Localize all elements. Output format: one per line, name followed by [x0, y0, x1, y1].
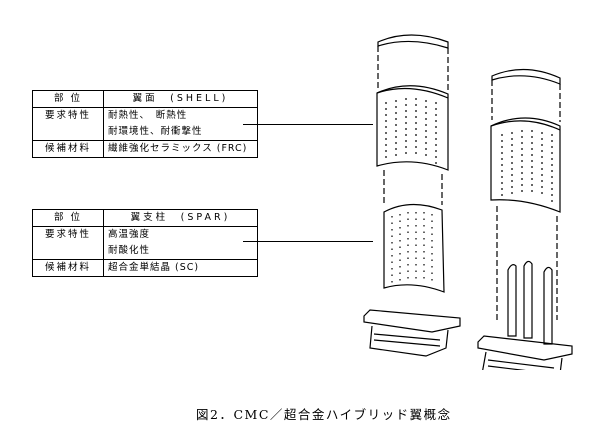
candidate-value: 繊維強化セラミックス (FRC) [103, 140, 258, 158]
requirement-value: 高温強度 [103, 226, 258, 243]
platform [363, 309, 461, 333]
part-label: 部 位 [32, 209, 104, 227]
requirements-label: 要求特性 [32, 226, 104, 260]
table-row: 部 位 翼支柱 (SPAR) [32, 209, 258, 227]
requirement-value: 耐環境性、耐衝撃性 [103, 124, 258, 141]
spar-spec-table: 部 位 翼支柱 (SPAR) 要求特性 高温強度 耐酸化性 候補材料 超合金単結… [32, 209, 258, 277]
spar-post [543, 266, 553, 345]
cooling-holes [385, 98, 437, 164]
root [482, 351, 563, 370]
spar-airfoil [383, 203, 445, 293]
shell-panel-rim [490, 120, 561, 131]
requirement-value: 耐熱性、 断熱性 [103, 107, 258, 124]
part-value: 翼支柱 (SPAR) [103, 209, 258, 227]
figure-caption: 図2．CMC／超合金ハイブリッド翼概念 [196, 407, 452, 422]
spar-post [523, 260, 533, 339]
shell-panel-rim [376, 87, 449, 99]
shell-spec-table: 部 位 翼面 (SHELL) 要求特性 耐熱性、 断熱性 耐環境性、耐衝撃性 候… [32, 90, 258, 158]
requirement-value: 耐酸化性 [103, 243, 258, 260]
table-row: 候補材料 繊維強化セラミックス (FRC) [32, 140, 258, 158]
hybrid-blade-drawing [363, 34, 573, 370]
candidate-label: 候補材料 [32, 140, 104, 158]
shell-leader-line [243, 124, 373, 125]
spar-dots [391, 212, 433, 284]
candidate-value: 超合金単結晶 (SC) [103, 259, 258, 277]
part-label: 部 位 [32, 90, 104, 108]
requirements-label: 要求特性 [32, 107, 104, 141]
table-row: 要求特性 高温強度 [32, 226, 258, 260]
shell-panel [376, 85, 449, 171]
root [369, 325, 449, 357]
candidate-label: 候補材料 [32, 259, 104, 277]
assembled-blade [363, 34, 461, 357]
table-row: 部 位 翼面 (SHELL) [32, 90, 258, 108]
spar-leader-line [243, 241, 373, 242]
cooling-holes [501, 130, 553, 202]
shell-panel [490, 117, 561, 213]
platform [477, 335, 573, 361]
part-value: 翼面 (SHELL) [103, 90, 258, 108]
shell-top-cap [377, 34, 449, 49]
table-row: 要求特性 耐熱性、 断熱性 [32, 107, 258, 141]
exploded-blade [477, 68, 573, 370]
spar-post [507, 264, 517, 337]
shell-top-cap [491, 68, 561, 85]
table-row: 候補材料 超合金単結晶 (SC) [32, 259, 258, 277]
